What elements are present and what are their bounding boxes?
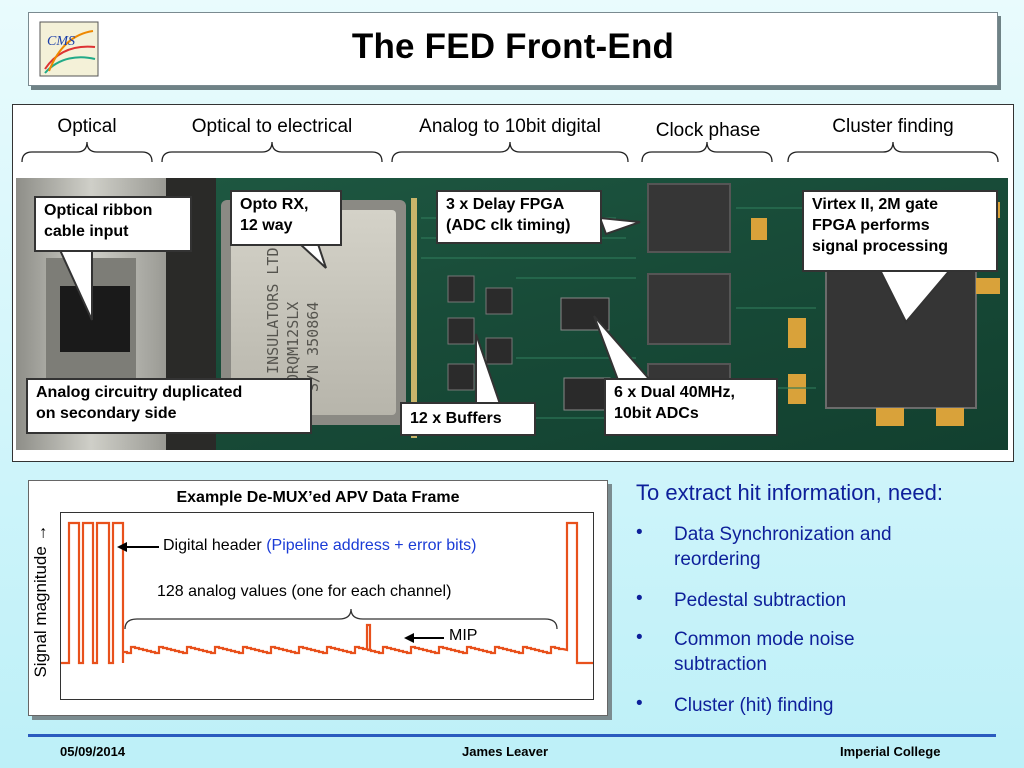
bullet-dot: • <box>636 522 643 543</box>
stage-optical: Optical <box>57 116 117 137</box>
bullet-item: • Data Synchronization and reordering <box>636 522 966 572</box>
mip-label: MIP <box>449 627 478 644</box>
cms-logo-text: CMS <box>47 34 75 49</box>
callout-analog-duplicated: Analog circuitry duplicated on secondary… <box>26 378 312 434</box>
callout-virtex-line1: Virtex II, 2M gate <box>812 196 938 213</box>
footer-author: James Leaver <box>462 744 549 759</box>
stage-analog-to-digital: Analog to 10bit digital <box>419 116 601 137</box>
bullet-2-line1: Pedestal subtraction <box>674 590 847 611</box>
callout-virtex: Virtex II, 2M gate FPGA performs signal … <box>802 190 998 272</box>
bullet-3-line2: subtraction <box>674 654 767 675</box>
bullet-4-line1: Cluster (hit) finding <box>674 695 834 716</box>
callout-opto-rx-line1: Opto RX, <box>240 196 309 213</box>
callout-adcs-line1: 6 x Dual 40MHz, <box>614 384 735 401</box>
footer-date: 05/09/2014 <box>60 744 126 759</box>
brace-optical <box>21 141 153 163</box>
bullet-dot: • <box>636 627 643 648</box>
digital-header-arrowhead <box>117 542 127 552</box>
brace-optical-to-electrical <box>161 141 383 163</box>
opto-label-line1: K INSULATORS LTD <box>264 248 282 393</box>
opto-label-line3: S/N 350864 <box>304 302 322 392</box>
title-bar: CMS The FED Front-End <box>28 12 998 86</box>
callout-analog-duplicated-line1: Analog circuitry duplicated <box>36 384 243 401</box>
bullet-3-line1: Common mode noise <box>674 629 855 650</box>
digital-header-detail: (Pipeline address + error bits) <box>266 537 477 554</box>
bullet-1-line1: Data Synchronization and <box>674 524 892 545</box>
callout-opto-rx-line2: 12 way <box>240 217 293 234</box>
callout-adcs: 6 x Dual 40MHz, 10bit ADCs <box>604 378 778 436</box>
brace-cluster-finding <box>787 141 999 163</box>
bullet-dot: • <box>636 693 643 714</box>
stage-optical-to-electrical: Optical to electrical <box>191 116 353 137</box>
callout-optical-ribbon-line1: Optical ribbon <box>44 202 153 219</box>
callout-virtex-line2: FPGA performs <box>812 217 930 234</box>
mip-arrowhead <box>404 633 414 643</box>
callout-opto-rx: Opto RX, 12 way <box>230 190 342 246</box>
digital-header-label: Digital header (Pipeline address + error… <box>163 537 477 555</box>
apv-signal-plot <box>61 521 593 665</box>
apv-y-axis-label: Signal magnitude → <box>31 524 50 678</box>
slide-title: The FED Front-End <box>351 27 675 66</box>
callout-virtex-line3: signal processing <box>812 238 949 255</box>
callout-buffers: 12 x Buffers <box>400 402 536 436</box>
opto-label-line2: PORQM12SLX <box>284 302 302 392</box>
bullets-heading: To extract hit information, need: <box>636 480 943 505</box>
analog-values-label: 128 analog values (one for each channel) <box>157 583 452 600</box>
digital-header-text: Digital header <box>163 537 262 554</box>
callout-optical-ribbon-line2: cable input <box>44 223 129 240</box>
apv-signal-trace <box>61 521 593 665</box>
apv-frame-title: Example De-MUX’ed APV Data Frame <box>176 489 460 506</box>
callout-delay-fpga-line1: 3 x Delay FPGA <box>446 196 565 213</box>
callout-delay-fpga-line2: (ADC clk timing) <box>446 217 571 234</box>
callout-optical-ribbon: Optical ribbon cable input <box>34 196 192 252</box>
bullet-item: • Common mode noise subtraction <box>636 627 966 677</box>
callout-delay-fpga: 3 x Delay FPGA (ADC clk timing) <box>436 190 602 244</box>
brace-clock-phase <box>641 141 773 163</box>
callout-adcs-line2: 10bit ADCs <box>614 405 699 422</box>
cms-logo: CMS <box>39 21 99 77</box>
brace-analog-to-digital <box>391 141 629 163</box>
stage-clock-phase: Clock phase <box>655 120 761 141</box>
bullet-item: • Pedestal subtraction <box>636 588 966 613</box>
analog-values-brace <box>124 608 558 630</box>
apv-data-frame-panel: Example De-MUX’ed APV Data Frame Signal … <box>28 480 608 716</box>
bullet-item: • Cluster (hit) finding <box>636 693 966 718</box>
callout-analog-duplicated-line2: on secondary side <box>36 405 177 422</box>
bullet-dot: • <box>636 588 643 609</box>
footer-rule <box>28 734 996 737</box>
callout-pointers <box>58 216 653 405</box>
bullet-1-line2: reordering <box>674 549 761 570</box>
footer-institution: Imperial College <box>840 744 941 759</box>
apv-plot-area: Digital header (Pipeline address + error… <box>60 512 594 700</box>
stage-cluster-finding: Cluster finding <box>832 116 954 137</box>
